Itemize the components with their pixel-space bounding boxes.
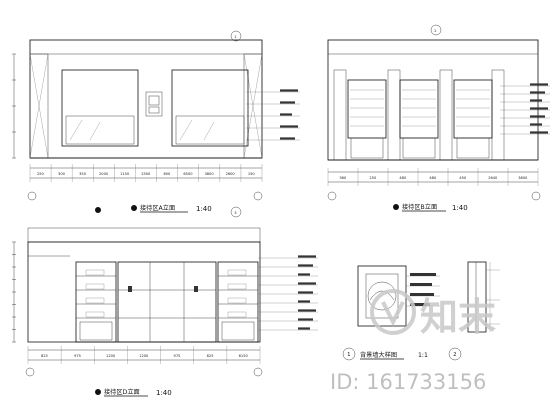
drawing-title: 背景墙大样图 [360, 351, 397, 359]
axis-marker-icon [25, 367, 35, 377]
note-text-block [530, 83, 548, 86]
dimension-label: 480 [399, 176, 407, 180]
dimension-label: 975 [174, 354, 181, 358]
note-text-block [298, 300, 310, 303]
note-text-block [530, 91, 545, 94]
axis-marker-icon [531, 191, 541, 201]
elevation-a: 250 300 350 2000 1150 2500 600 6500 3800 2600 150 [12, 39, 300, 201]
dimension-label: 3800 [204, 172, 214, 176]
shelf-item [227, 311, 247, 318]
note-text-block [298, 318, 313, 321]
note-text-block [280, 137, 295, 140]
display-cabinet [399, 79, 439, 139]
note-text-block [298, 291, 313, 294]
dimension-label: 2600 [226, 172, 236, 176]
note-text-block [530, 123, 542, 126]
dimension-label: 480 [429, 176, 437, 180]
display-cabinet [347, 79, 387, 139]
title-d: 接待区D立面 1:40 3 [95, 206, 242, 397]
dimension-label: 2500 [141, 172, 151, 176]
dimension-label: 300 [58, 172, 66, 176]
note-text-block [298, 255, 316, 258]
drawing-scale: 1:40 [196, 205, 212, 213]
note-text-block [280, 125, 298, 128]
drawing-title: 接待区B立面 [402, 203, 437, 211]
note-text-block [298, 309, 316, 312]
dimension-label: 150 [248, 172, 256, 176]
callout-marker: 2 [434, 29, 436, 33]
dimension-label: 975 [74, 354, 81, 358]
note-text-block [280, 101, 295, 104]
drawing-title: 接待区D立面 [104, 388, 140, 396]
dimension-label: 1200 [139, 354, 149, 358]
drawing-scale: 1:40 [452, 204, 468, 212]
axis-marker-icon [27, 191, 37, 201]
shelf-item [227, 283, 247, 290]
dimension-label: 825 [207, 354, 214, 358]
cabinet-base [402, 137, 436, 159]
dimension-label: 1150 [120, 172, 130, 176]
shelf-item [227, 269, 247, 276]
dimension-label: 2640 [488, 176, 498, 180]
title-b: 接待区B立面 1:40 2 [393, 24, 468, 212]
dimension-label: 360 [339, 176, 347, 180]
note-text-block [280, 89, 298, 92]
axis-marker-icon [253, 191, 263, 201]
callout-marker: 2 [453, 352, 456, 358]
watermark-id: ID: 161733156 [330, 370, 486, 394]
dimension-label: 600 [163, 172, 171, 176]
callout-marker: 1 [234, 35, 236, 39]
note-text-block [530, 131, 548, 134]
dimension-label: 2000 [99, 172, 109, 176]
drawing-title: 接待区A立面 [140, 204, 175, 212]
shelf-item [85, 297, 105, 304]
drawing-scale: 1:1 [418, 352, 428, 359]
cabinet-base [79, 321, 113, 341]
callout-marker: 3 [234, 211, 236, 215]
watermark: 知末 ID: 161733156 [330, 289, 496, 394]
note-text-block [280, 113, 292, 116]
note-text-block [298, 273, 310, 276]
note-text-block [298, 264, 313, 267]
watermark-brand: 知末 [420, 295, 496, 339]
note-text-block [530, 115, 545, 118]
elevation-d: 825 975 1200 1200 975 825 6150 [12, 227, 318, 377]
dimension-label: 1200 [106, 354, 116, 358]
title-a: 接待区A立面 1:40 1 [131, 30, 242, 213]
note-text-block [530, 107, 548, 110]
shelf-item [85, 269, 105, 276]
axis-marker-icon [327, 191, 337, 201]
shelf-item [227, 297, 247, 304]
cabinet-base [350, 137, 384, 159]
elevation-b: 360 250 480 480 450 2640 3600 [327, 39, 550, 201]
note-text-block [530, 99, 542, 102]
dimension-label: 6150 [239, 354, 249, 358]
note-text-block [298, 327, 310, 330]
dimension-label: 825 [41, 354, 48, 358]
callout-marker: 1 [347, 352, 350, 358]
cabinet-base [221, 321, 255, 341]
display-cabinet [453, 79, 493, 139]
drawing-scale: 1:40 [156, 389, 172, 397]
dimension-label: 250 [37, 172, 45, 176]
axis-marker-icon [253, 367, 263, 377]
dimension-label: 450 [459, 176, 467, 180]
title-detail: 1 背景墙大样图 1:1 2 [342, 347, 462, 361]
dimension-label: 6500 [183, 172, 193, 176]
shelf-item [85, 311, 105, 318]
cabinet-base [456, 137, 490, 159]
dimension-label: 3600 [518, 176, 528, 180]
dimension-label: 250 [369, 176, 377, 180]
dimension-label: 350 [79, 172, 87, 176]
note-text-block [298, 282, 316, 285]
shelf-item [85, 283, 105, 290]
